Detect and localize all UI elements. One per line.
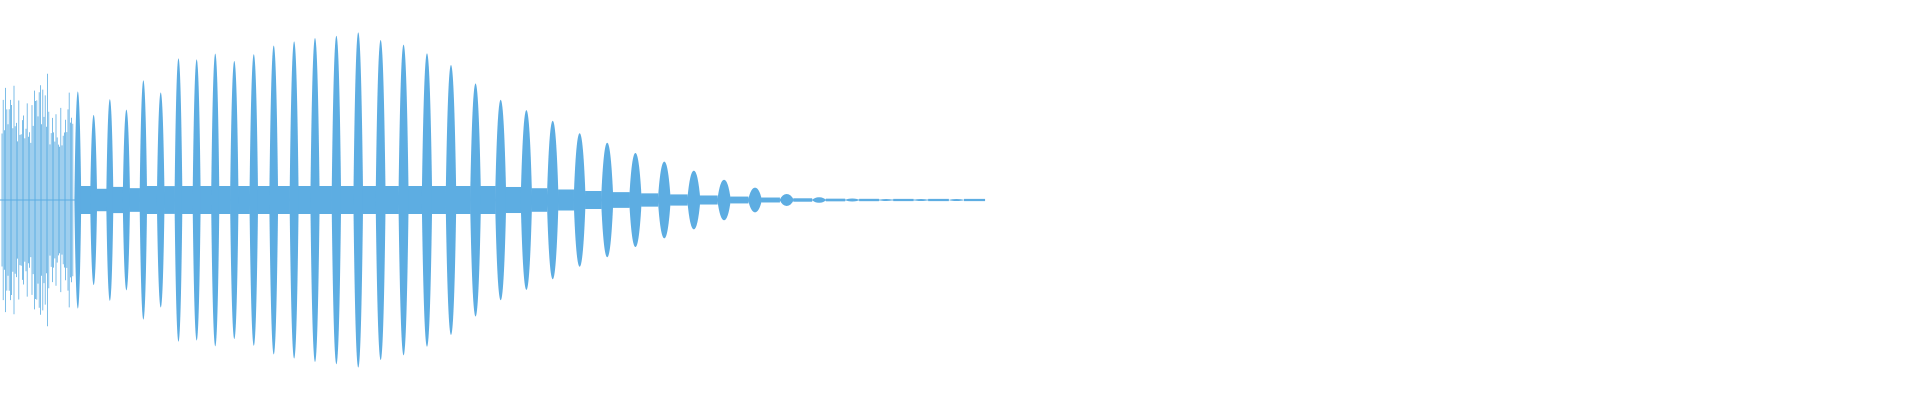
waveform-band: [585, 190, 602, 210]
waveform-band: [96, 188, 107, 212]
waveform-band: [277, 186, 290, 214]
waveform-band: [164, 186, 175, 214]
waveform-band: [670, 194, 688, 206]
waveform-lobe: [375, 40, 386, 360]
waveform-lobe: [289, 41, 299, 359]
waveform-lobe: [470, 83, 482, 317]
waveform-band: [455, 186, 471, 214]
waveform-band: [558, 189, 574, 211]
waveform-lobe: [230, 60, 239, 340]
waveform-lobe: [353, 32, 364, 368]
waveform-lobe: [657, 161, 671, 239]
waveform-band: [859, 198, 879, 202]
waveform-lobe: [948, 199, 965, 201]
waveform-lobe: [156, 92, 165, 308]
waveform-band: [730, 196, 749, 204]
waveform-lobe: [192, 59, 201, 341]
waveform-lobe: [913, 199, 929, 201]
waveform-band: [112, 186, 124, 214]
waveform-lobe: [878, 199, 894, 201]
waveform-lobe: [310, 37, 320, 363]
waveform-lobe: [398, 44, 409, 356]
waveform-lobe: [601, 142, 614, 258]
waveform-band: [257, 186, 270, 214]
waveform-band: [505, 186, 521, 214]
waveform-band: [385, 186, 399, 214]
waveform-band: [319, 186, 332, 214]
waveform-band: [408, 186, 423, 214]
waveform-band: [129, 188, 140, 212]
waveform-lobe: [687, 170, 701, 230]
waveform-band: [793, 198, 813, 202]
waveform-lobe: [249, 54, 259, 346]
waveform-lobe: [748, 187, 762, 213]
waveform-band: [963, 198, 986, 202]
waveform-band: [893, 198, 914, 202]
waveform-lobe: [445, 65, 457, 335]
waveform-lobe: [520, 110, 533, 290]
waveform-lobe: [74, 91, 82, 309]
waveform-lobe: [269, 45, 279, 355]
waveform-lobe: [421, 53, 433, 347]
waveform-lobe: [717, 179, 731, 221]
waveform-lobe: [629, 152, 642, 248]
waveform-band: [218, 186, 231, 214]
waveform-lobe: [495, 99, 507, 301]
waveform-lobe: [211, 53, 220, 347]
waveform-band: [181, 186, 193, 214]
waveform-band: [612, 192, 630, 208]
waveform-band: [699, 195, 718, 205]
waveform-band: [200, 186, 212, 214]
waveform-lobe: [779, 194, 794, 206]
waveform-lobe: [106, 99, 114, 301]
waveform-lobe: [546, 120, 559, 280]
waveform-band: [641, 193, 659, 207]
waveform-band: [431, 186, 446, 214]
waveform-lobe: [139, 80, 148, 320]
waveform-band: [825, 198, 846, 202]
waveform-lobe: [174, 58, 183, 342]
waveform-lobe: [573, 133, 586, 267]
waveform-lobe: [122, 109, 131, 291]
waveform-band: [340, 186, 354, 214]
waveform-band: [80, 186, 91, 214]
waveform-band: [362, 186, 377, 214]
waveform-lobe: [811, 197, 827, 203]
waveform-lobe: [90, 114, 98, 286]
waveform-band: [238, 186, 250, 214]
waveform-lobe: [331, 35, 342, 365]
waveform-band: [298, 186, 311, 214]
waveform-band: [531, 188, 548, 212]
waveform-bars: [1, 32, 986, 368]
waveform-band: [480, 186, 496, 214]
waveform-lobe: [844, 198, 860, 202]
waveform-band: [146, 186, 158, 214]
waveform-band: [761, 197, 780, 203]
waveform-band: [928, 198, 949, 202]
